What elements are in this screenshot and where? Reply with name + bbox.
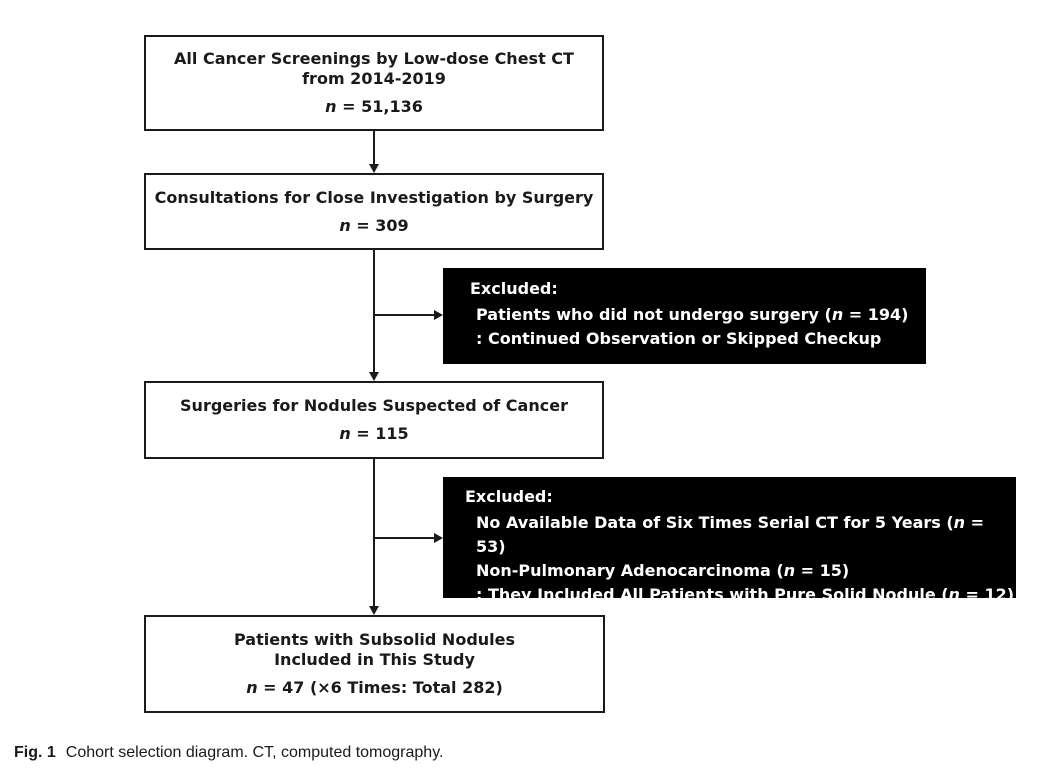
n-symbol: n [953,513,966,532]
figure-caption: Fig. 1 Cohort selection diagram. CT, comp… [14,744,443,762]
n-symbol: n [246,678,258,697]
screenings-box: All Cancer Screenings by Low-dose Chest … [144,35,604,131]
arrowhead-3 [369,606,379,615]
included-title-line2: Included in This Study [274,650,475,669]
n-symbol: n [339,424,351,443]
consultations-box: Consultations for Close Investigation by… [144,173,604,250]
exclusion-1-item-2: : Continued Observation or Skipped Check… [476,329,882,348]
exclusion-2-item-2-count: = 15) [795,561,850,580]
n-symbol: n [783,561,796,580]
included-title-line1: Patients with Subsolid Nodules [233,630,516,649]
branch-arrowhead-2 [434,533,443,543]
connector-3 [373,459,375,607]
n-symbol: n [948,585,960,604]
n-symbol: n [339,215,351,235]
exclusion-1-item-1-count: = 194) [843,305,909,324]
surgeries-count: n = 115 [339,424,408,444]
figure-caption-text: Cohort selection diagram. CT, computed t… [65,744,444,761]
exclusion-2-item-3: : They Included All Patients with Pure S… [465,583,1016,607]
exclusion-1-item-1: Patients who did not undergo surgery (n … [470,303,926,327]
arrowhead-2 [369,372,379,381]
branch-line-1 [373,314,435,316]
exclusion-1-item-1-text: Patients who did not undergo surgery ( [476,305,832,324]
surgeries-box: Surgeries for Nodules Suspected of Cance… [144,381,604,459]
screenings-count: n = 51,136 [325,97,423,117]
screenings-title-line2: from 2014-2019 [302,69,446,88]
exclusion-2-heading: Excluded: [465,487,553,506]
screenings-count-value: = 51,136 [336,97,423,116]
arrowhead-1 [369,164,379,173]
connector-2 [373,250,375,373]
included-count-value: = 47 (×6 Times: Total 282) [257,678,503,697]
exclusion-2-item-3-count: = 12) [959,585,1015,604]
figure-label: Fig. 1 [14,744,56,761]
included-count: n = 47 (×6 Times: Total 282) [246,678,503,698]
exclusion-box-1: Excluded: Patients who did not undergo s… [443,268,926,364]
branch-arrowhead-1 [434,310,443,320]
exclusion-2-item-2: Non-Pulmonary Adenocarcinoma (n = 15) [465,559,1016,583]
exclusion-2-item-1-text: No Available Data of Six Times Serial CT… [476,513,954,532]
included-box: Patients with Subsolid Nodules Included … [144,615,605,713]
surgeries-title: Surgeries for Nodules Suspected of Cance… [180,396,568,415]
exclusion-2-item-2-text: Non-Pulmonary Adenocarcinoma ( [476,561,784,580]
consultations-count: n = 309 [339,216,408,236]
consultations-count-value: = 309 [350,215,409,235]
surgeries-count-value: = 115 [350,424,409,443]
exclusion-2-item-3-text: : They Included All Patients with Pure S… [476,585,949,604]
branch-line-2 [373,537,435,539]
screenings-title-line1: All Cancer Screenings by Low-dose Chest … [174,49,574,68]
n-symbol: n [325,97,337,116]
exclusion-2-item-1: No Available Data of Six Times Serial CT… [465,511,1016,559]
consultations-title: Consultations for Close Investigation by… [154,187,594,207]
n-symbol: n [831,305,844,324]
exclusion-1-heading: Excluded: [470,279,558,298]
connector-1 [373,131,375,165]
exclusion-2-item-1-count: = 53) [476,513,985,556]
exclusion-box-2: Excluded: No Available Data of Six Times… [443,477,1016,604]
